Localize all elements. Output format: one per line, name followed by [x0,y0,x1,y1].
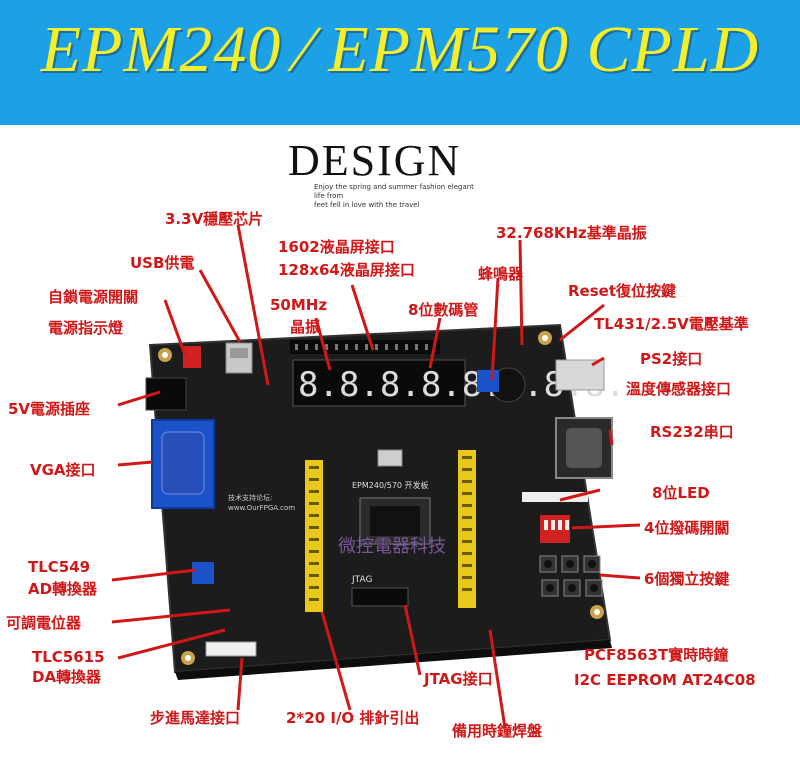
label-power-led: 電源指示燈 [48,319,124,337]
label-lcd-12864: 128x64液晶屏接口 [278,261,415,279]
power-switch [183,346,201,368]
label-buzzer: 蜂鳴器 [478,265,524,283]
label-da-converter: DA轉換器 [32,668,102,686]
label-stepper-port: 步進馬達接口 [150,709,241,727]
title-banner [0,0,800,125]
design-logo: DESIGN [288,136,462,185]
pcb-shadow [175,640,612,680]
board-name: EPM240/570 开发板 [352,480,429,490]
jtag-silkscreen: JTAG [351,575,372,585]
label-tlc5615: TLC5615 [32,648,105,666]
label-potentiometer: 可調電位器 [6,614,82,632]
label-8-digit-display: 8位數碼管 [408,301,479,319]
label-lcd-1602: 1602液晶屏接口 [278,238,395,256]
label-6-keys: 6個獨立按鍵 [644,570,730,588]
label-eeprom: I2C EEPROM AT24C08 [574,671,756,689]
banner-title: EPM240 ∕ EPM570 CPLD [40,13,760,86]
label-clock-pad: 備用時鐘焊盤 [452,722,543,740]
label-8-led: 8位LED [652,484,710,502]
tagline-line-1: Enjoy the spring and summer fashion eleg… [314,183,474,200]
annotation-lines [111,224,641,729]
label-io-header: 2*20 I/O 排針引出 [286,709,420,727]
label-dip-switch: 4位撥碼開關 [644,519,730,537]
label-reset-button: Reset復位按鍵 [568,282,676,300]
crystal-oscillator [377,449,403,467]
board-url: www.OurFPGA.com [228,504,295,512]
adj-potentiometer [192,562,214,584]
tagline-line-2: feet fell in love with the travel [314,201,420,209]
design-tagline: Enjoy the spring and summer fashion eleg… [314,183,484,210]
ps2-connector [555,359,605,391]
label-vga: VGA接口 [30,461,96,479]
label-rs232: RS232串口 [650,423,734,441]
label-tl431: TL431/2.5V電壓基準 [594,315,749,333]
watermark-text: 微控電器科技 [338,536,446,557]
board-support-text: 技术支持论坛: [228,493,272,502]
jtag-header [351,587,409,607]
stepper-connector [205,641,257,657]
label-temp-sensor: 溫度傳感器接口 [626,380,732,398]
label-tlc549: TLC549 [28,558,91,576]
label-32khz-crystal: 32.768KHz基準晶振 [496,224,647,242]
label-crystal: 晶振 [290,318,321,336]
io-header-left [305,460,323,612]
label-3v3-regulator: 3.3V穩壓芯片 [165,210,264,228]
label-usb-power: USB供電 [130,254,195,272]
label-ps2: PS2接口 [640,350,703,368]
label-ad-converter: AD轉換器 [28,580,98,598]
label-50mhz: 50MHz [270,296,328,314]
seven-segment-display [292,359,466,407]
label-5v-socket: 5V電源插座 [8,400,91,418]
push-buttons [539,555,603,597]
label-self-lock-switch: 自鎖電源開關 [48,288,139,306]
label-pcf8563: PCF8563T實時時鐘 [584,646,729,664]
blue-trimmer [477,370,499,392]
led-row [522,492,588,502]
label-jtag-port: JTAG接口 [424,670,493,688]
